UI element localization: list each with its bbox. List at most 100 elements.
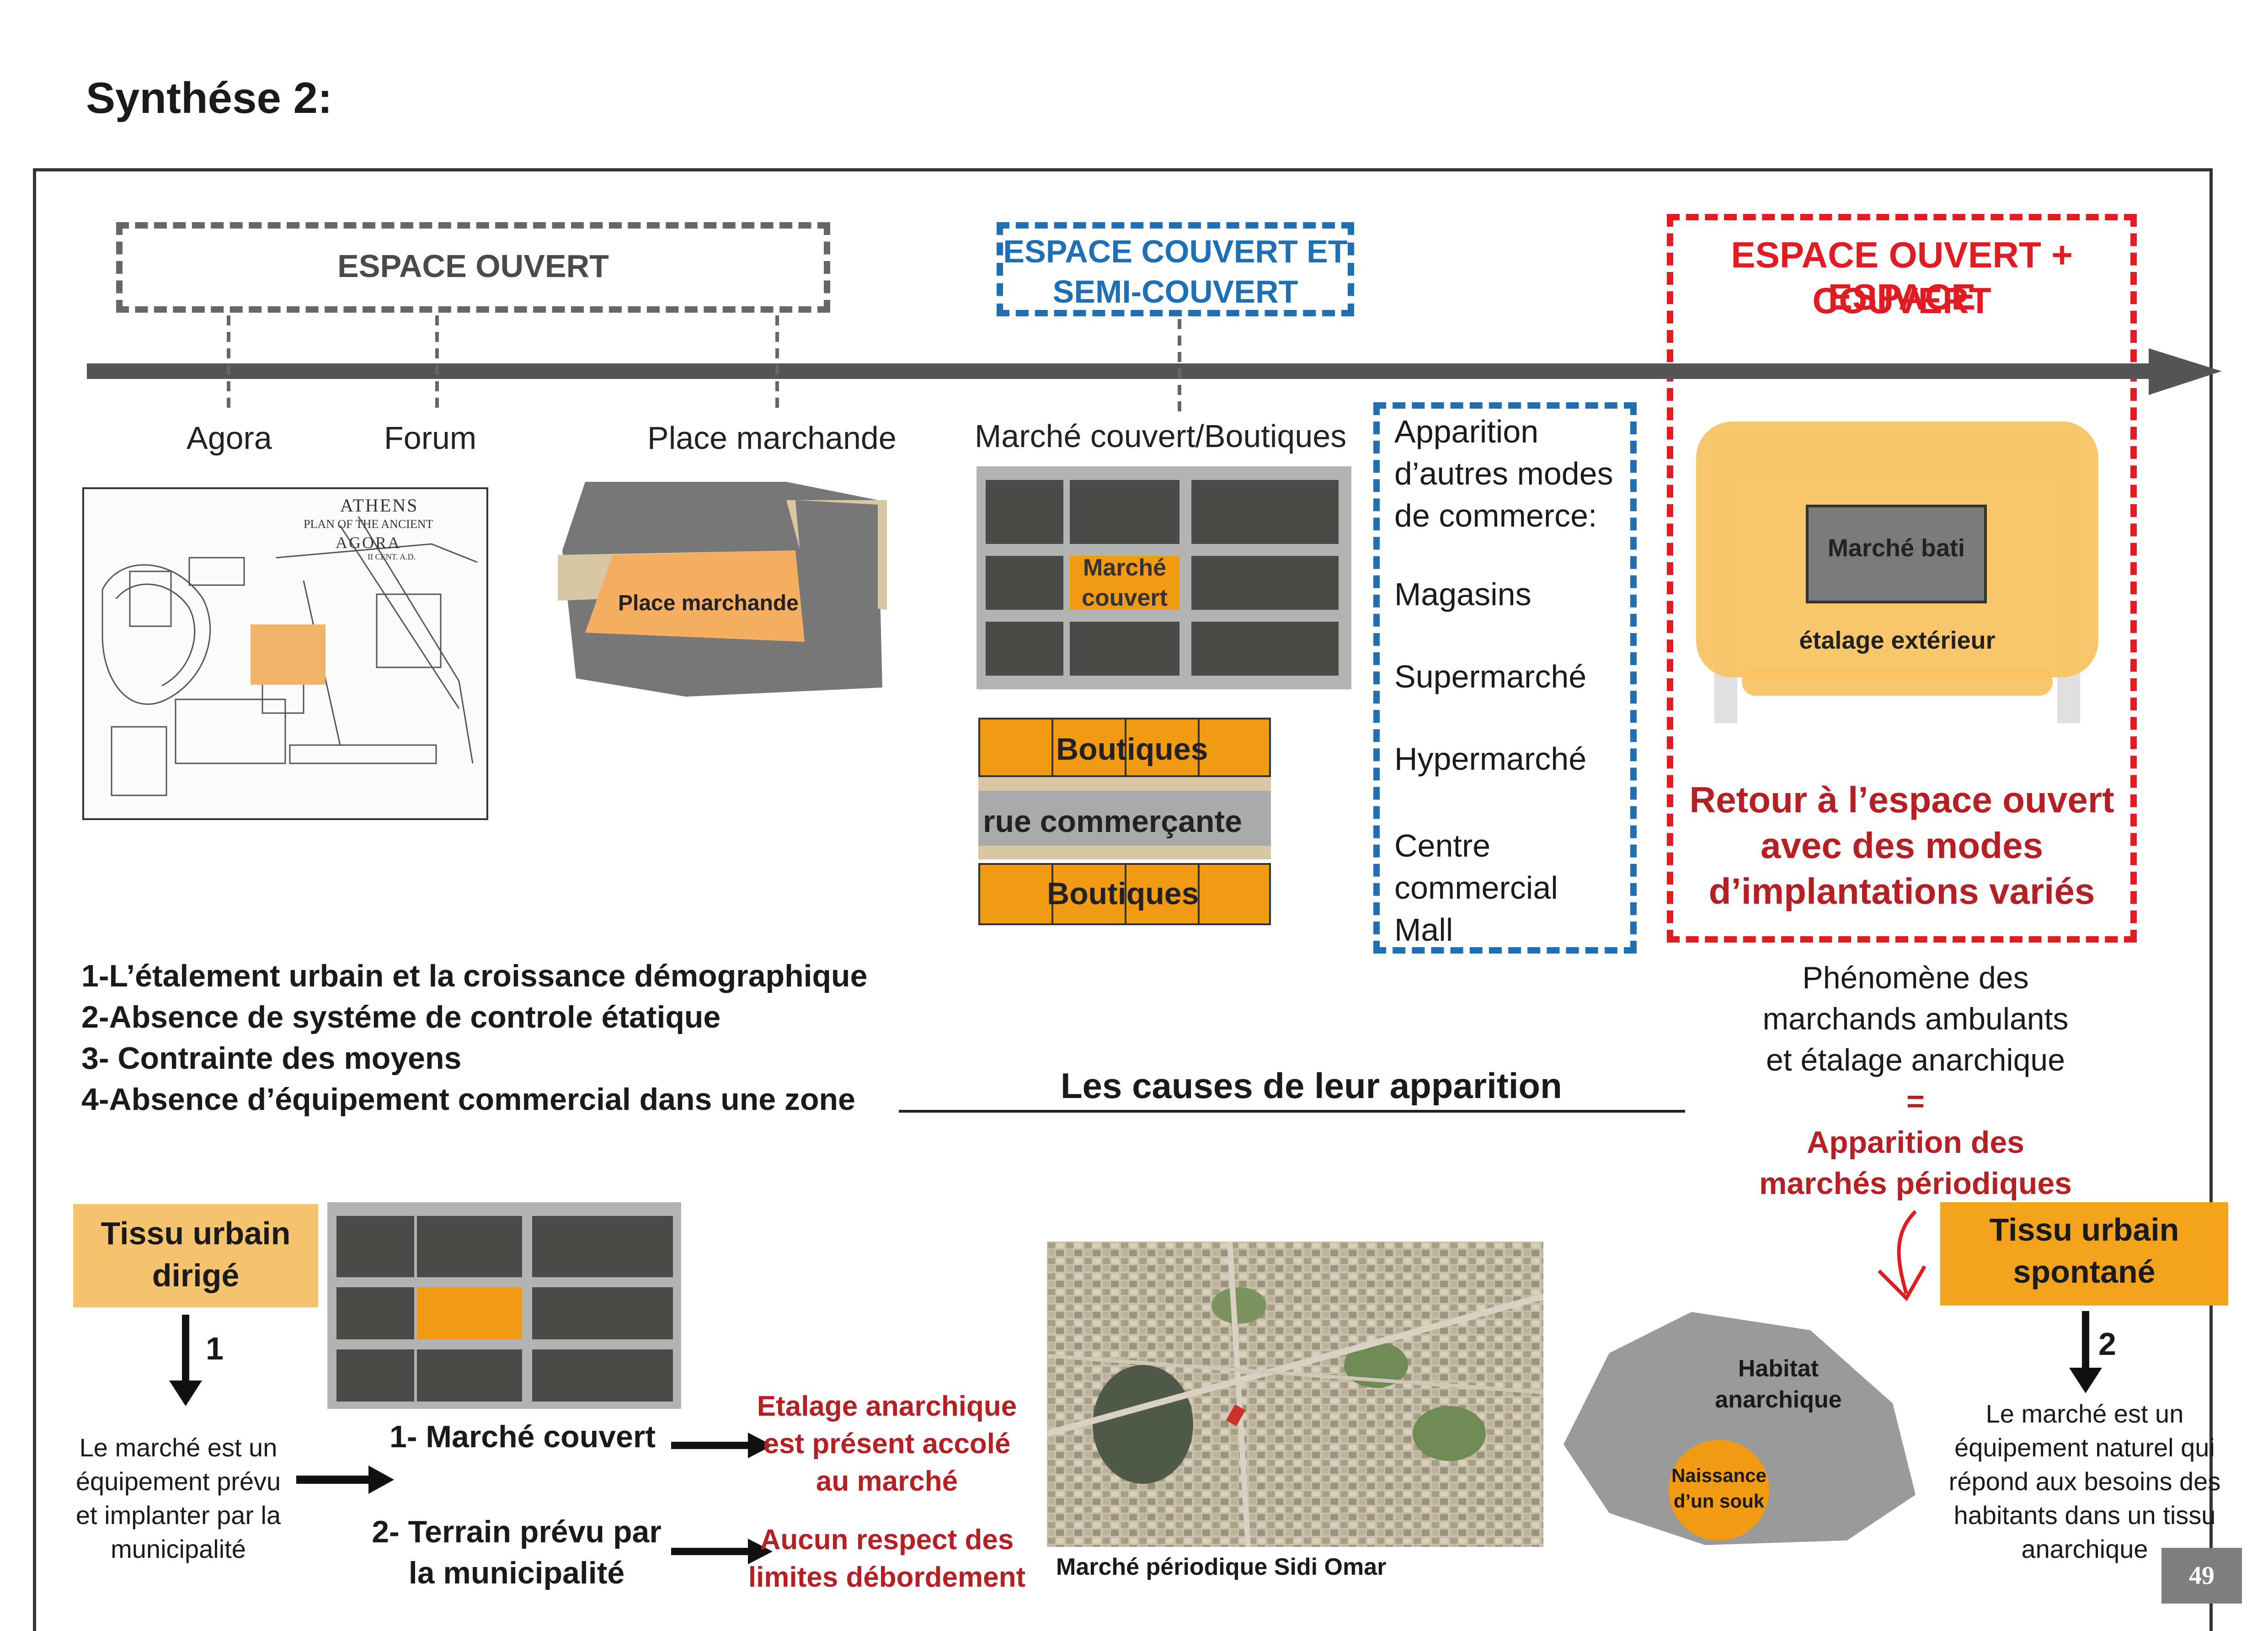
rue-commercante-label: rue commerçante: [983, 804, 1242, 839]
down-arrow-2-shaft: [2082, 1311, 2089, 1370]
phenomene-line4: Apparition des: [1806, 1125, 2025, 1160]
consequence-1-line3: au marché: [816, 1466, 958, 1497]
athens-map-agora: AGORA: [336, 533, 401, 552]
phenomene-text: Phénomène des marchands ambulants et éta…: [1692, 957, 2140, 1204]
marche-bati-diagram: [1696, 421, 2098, 723]
right-arrow-b-head: [748, 1433, 773, 1458]
planned-market-highlight: [417, 1287, 522, 1339]
open-space-box: ESPACE OUVERT: [116, 222, 830, 313]
left-desc-line4: municipalité: [111, 1535, 246, 1563]
cause-2: 2-Absence de systéme de controle étatiqu…: [81, 1000, 721, 1034]
athens-map-subtitle: PLAN OF THE ANCIENT: [304, 517, 433, 531]
consequence-2-line1: Aucun respect des: [760, 1524, 1014, 1556]
left-desc-line1: Le marché est un: [79, 1433, 277, 1462]
athens-map-date: II CENT. A.D.: [368, 552, 416, 561]
left-desc-line2: équipement prévu: [75, 1467, 281, 1496]
page-title: Synthése 2:: [86, 74, 332, 123]
block-cell: [532, 1349, 673, 1402]
right-description: Le marché est un équipement naturel qui …: [1929, 1397, 2240, 1566]
centre-line2: commercial: [1394, 870, 1558, 906]
option-2-line2: la municipalité: [408, 1556, 625, 1590]
mode-mall: Mall: [1394, 912, 1453, 948]
marche-couvert-label-1: Marché: [1083, 554, 1167, 581]
habitat-label: Habitat anarchique: [1692, 1353, 1865, 1415]
consequence-1-line2: est présent accolé: [763, 1428, 1011, 1460]
other-modes-box: [1373, 402, 1637, 954]
left-description: Le marché est un équipement prévu et imp…: [50, 1431, 306, 1566]
aerial-texture: [1047, 1242, 1543, 1547]
page-number-badge: 49: [2161, 1548, 2242, 1604]
right-arrow-b-shaft: [671, 1442, 753, 1449]
cause-4: 4-Absence d’équipement commercial dans u…: [81, 1082, 855, 1117]
right-desc-line5: anarchique: [2021, 1535, 2148, 1563]
tissu-spontane-line2: spontané: [2013, 1254, 2156, 1290]
place-marchande-diagram: [558, 482, 887, 697]
phenomene-line1: Phénomène des: [1802, 960, 2029, 995]
other-modes-line2: d’autres modes: [1394, 456, 1613, 491]
athens-map-title: ATHENS: [340, 495, 419, 516]
right-desc-line4: habitants dans un tissu: [1953, 1501, 2216, 1530]
cause-3: 3- Contrainte des moyens: [81, 1041, 462, 1076]
block-cell: [417, 1216, 522, 1277]
cause-1: 1-L’étalement urbain et la croissance dé…: [81, 959, 868, 993]
block-cell: [417, 1349, 522, 1402]
retour-line1: Retour à l’espace ouvert: [1689, 779, 2114, 820]
block-cell: [532, 1216, 673, 1277]
habitat-anarchique-shape: [1564, 1312, 1916, 1545]
timeline-label-place-marchande: Place marchande: [647, 420, 897, 456]
aerial-caption: Marché périodique Sidi Omar: [1056, 1554, 1387, 1580]
tissu-dirige-line2: dirigé: [152, 1258, 240, 1293]
arrow-number-1: 1: [206, 1331, 224, 1366]
block-cell: [532, 1287, 673, 1339]
arrow-number-2: 2: [2098, 1326, 2116, 1362]
block-cell: [1070, 480, 1179, 544]
street: [978, 791, 1271, 846]
consequence-1: Etalage anarchique est présent accolé au…: [741, 1388, 1033, 1500]
agora-highlight: [251, 624, 326, 685]
block-cell: [986, 622, 1063, 676]
block-cell: [336, 1349, 414, 1402]
divider: [1198, 863, 1200, 925]
etalage-zone-bottom: [1742, 668, 2053, 696]
left-desc-line3: et implanter par la: [75, 1501, 281, 1530]
souk-line1: Naissance: [1671, 1465, 1766, 1486]
consequence-2: Aucun respect des limites débordement: [731, 1521, 1042, 1596]
retour-text: Retour à l’espace ouvert avec des modes …: [1673, 777, 2130, 914]
phenomene-line3: et étalage anarchique: [1766, 1043, 2065, 1077]
marche-bati-label: Marché bati: [1827, 534, 1965, 562]
retour-line2: avec des modes: [1760, 825, 2044, 866]
right-arrow-a-head: [368, 1466, 394, 1494]
right-arrow-a-shaft: [296, 1476, 374, 1484]
timeline-label-forum: Forum: [384, 420, 477, 456]
etalage-exterieur-label: étalage extérieur: [1799, 627, 1996, 654]
option-2-label: 2- Terrain prévu par la municipalité: [357, 1511, 677, 1594]
open-plus-covered-label-1: ESPACE OUVERT + ESPACE: [1731, 235, 2073, 317]
boutiques-diagram: [978, 718, 1271, 925]
centre-line1: Centre: [1394, 828, 1491, 863]
marche-couvert-highlight: [1070, 556, 1179, 610]
place-marchande-label: Place marchande: [618, 591, 799, 615]
covered-space-box: ESPACE COUVERT ET SEMI-COUVERT: [997, 222, 1354, 316]
mode-supermarche: Supermarché: [1394, 659, 1587, 694]
block-cell: [336, 1287, 414, 1339]
block-cell: [336, 1216, 414, 1277]
other-modes-line1: Apparition: [1394, 414, 1539, 449]
right-desc-line2: équipement naturel qui: [1954, 1433, 2215, 1462]
boutiques-top-label: Boutiques: [1056, 732, 1208, 767]
habitat-line1: Habitat: [1738, 1355, 1819, 1382]
timeline-label-agora: Agora: [187, 420, 272, 456]
other-modes-list: Apparition d’autres modes de commerce:: [1394, 410, 1613, 537]
aerial-photo-sidi-omar: [1047, 1242, 1543, 1547]
block-cell: [1191, 480, 1339, 544]
consequence-1-line1: Etalage anarchique: [757, 1391, 1017, 1422]
marche-bati-building: [1806, 505, 1987, 603]
divider: [1125, 863, 1126, 925]
divider: [1051, 863, 1053, 925]
block-cell: [1191, 556, 1339, 610]
boutiques-bottom-label: Boutiques: [1047, 876, 1199, 911]
other-modes-line3: de commerce:: [1394, 498, 1597, 533]
divider: [1051, 718, 1053, 777]
tissu-spontane-box: [1940, 1202, 2228, 1306]
divider: [1125, 718, 1126, 777]
mode-hypermarche: Hypermarché: [1394, 741, 1587, 777]
